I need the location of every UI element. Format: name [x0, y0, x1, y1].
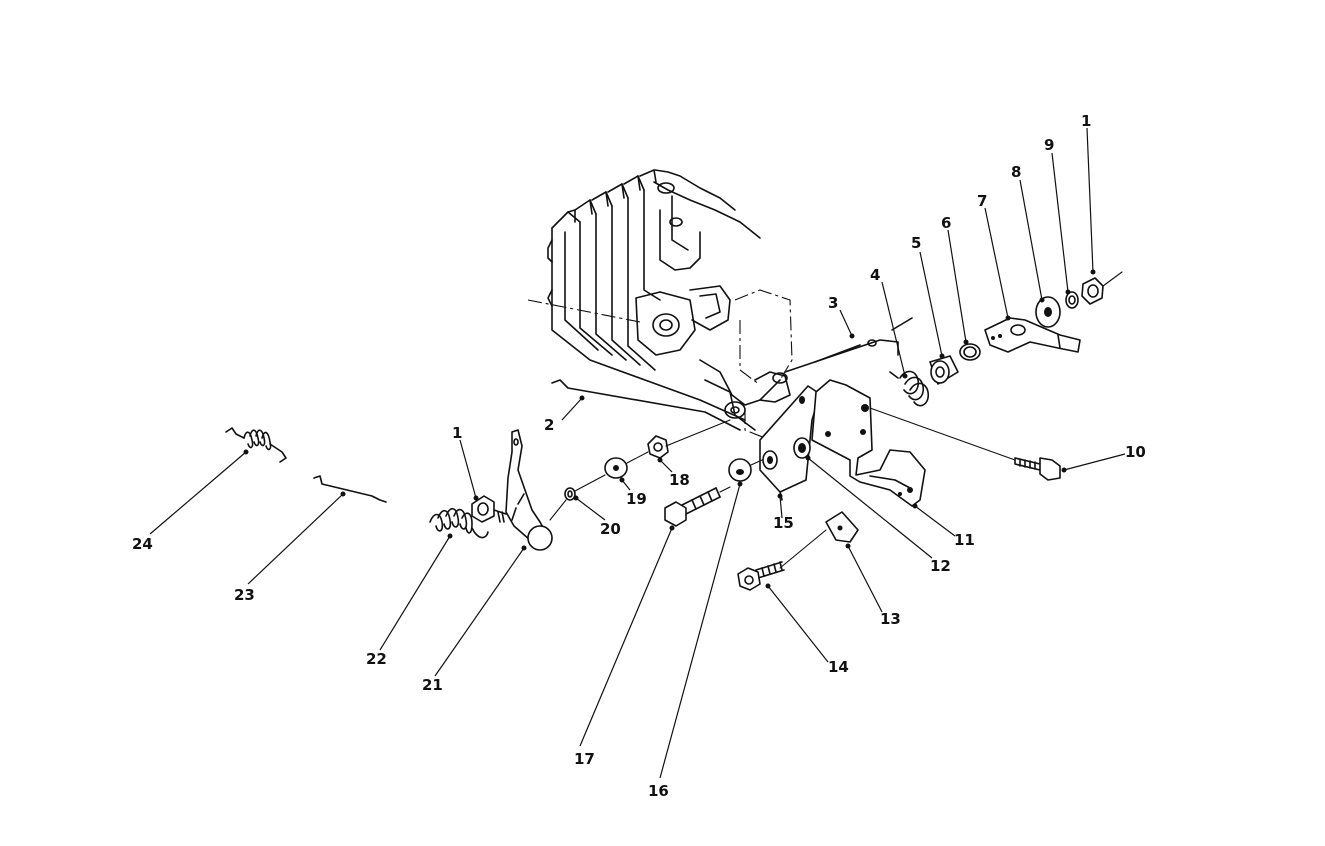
callout-label: 14 [828, 658, 849, 676]
part-4-spring [889, 370, 930, 407]
callout-label: 8 [1011, 163, 1021, 181]
callout-label: 15 [773, 514, 794, 532]
callout-label: 22 [366, 650, 387, 668]
part-19-washer [604, 451, 649, 479]
part-20-small-washer [564, 474, 606, 501]
callout-labels: 1 1 2 3 4 5 6 7 8 9 10 11 12 13 14 15 16… [132, 112, 1146, 800]
part-22-spring [429, 507, 489, 539]
part-5-bushing [929, 355, 959, 385]
callout-label: 4 [870, 266, 880, 284]
callout-label: 7 [977, 192, 987, 210]
part-21-governor-arm [505, 429, 567, 551]
callout-label: 2 [544, 416, 554, 434]
part-7-lever [984, 317, 1081, 353]
callout-label: 1 [1081, 112, 1091, 130]
part-10-bolt [1014, 457, 1061, 481]
part-2-governor-rod [551, 379, 741, 431]
part-1-nut-right [1081, 271, 1123, 305]
callout-label: 10 [1125, 443, 1146, 461]
callout-label: 21 [422, 676, 443, 694]
part-17-bolt [664, 486, 731, 527]
leader-dots [243, 269, 1096, 589]
callout-label: 18 [669, 471, 690, 489]
part-6-ring [959, 343, 981, 361]
part-23-wire [313, 475, 387, 503]
callout-label: 9 [1044, 136, 1054, 154]
callout-label: 5 [911, 234, 921, 252]
callout-label: 20 [600, 520, 621, 538]
callout-label: 24 [132, 535, 153, 553]
part-12-bushing [793, 431, 831, 459]
callout-label: 11 [954, 531, 975, 549]
part-1-nut-left [471, 495, 507, 523]
callout-label: 12 [930, 557, 951, 575]
callout-label: 17 [574, 750, 595, 768]
callout-label: 19 [626, 490, 647, 508]
part-15-bracket [759, 385, 821, 501]
part-8-washer [1035, 296, 1061, 328]
part-13-clip [825, 511, 859, 543]
part-16-washer [728, 458, 763, 482]
leader-lines [149, 127, 1126, 779]
callout-label: 6 [941, 214, 951, 232]
part-14-screw [737, 529, 827, 591]
callout-label: 13 [880, 610, 901, 628]
engine-block [527, 169, 793, 441]
part-18-nut [647, 419, 731, 459]
part-9-lock-washer [1065, 291, 1079, 309]
callout-label: 16 [648, 782, 669, 800]
callout-label: 1 [452, 424, 462, 442]
callout-label: 3 [828, 294, 838, 312]
part-24-spring [225, 427, 287, 463]
part-11-bracket-plate [811, 379, 926, 507]
callout-label: 23 [234, 586, 255, 604]
